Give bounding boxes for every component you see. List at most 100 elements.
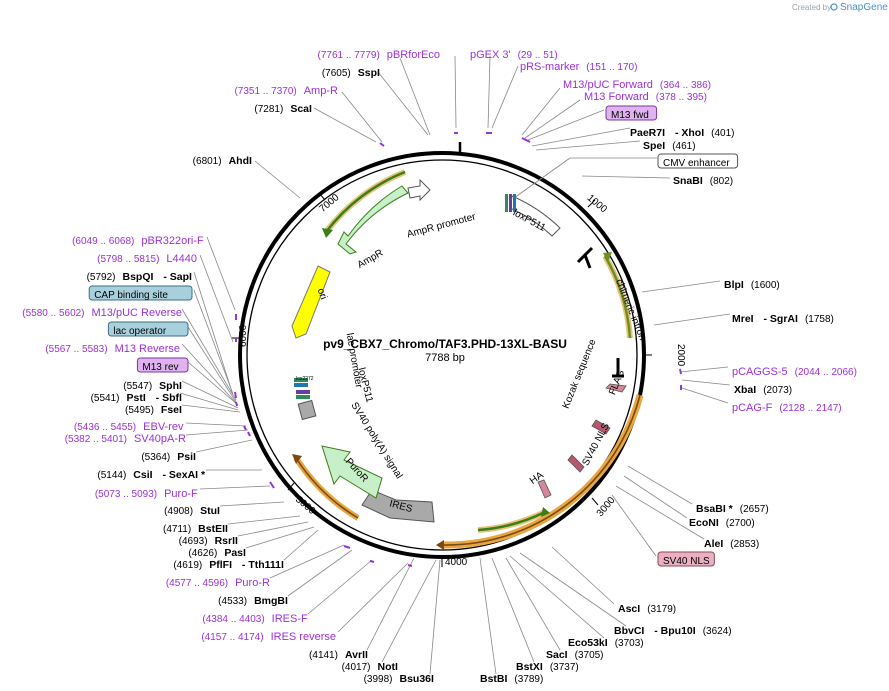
label-name: PstI — [126, 392, 145, 404]
label-noti: (4017)NotI — [342, 661, 398, 673]
label-text: BsaBI *(2657) — [696, 503, 769, 515]
label-text: (3998)Bsu36I — [364, 673, 434, 685]
label-blpi: BlpI(1600) — [724, 279, 780, 291]
label-name: - Tth111I — [239, 559, 284, 571]
lox-stripe-1 — [505, 194, 508, 212]
box-label-frame — [88, 285, 193, 301]
label-pcag-f: pCAG-F(2128 .. 2147) — [732, 402, 842, 414]
label-position: (4141) — [309, 650, 338, 661]
label-position: (151 .. 170) — [586, 62, 637, 73]
label-name: SpeI — [643, 140, 665, 152]
label-position: (4908) — [164, 506, 193, 517]
label-pgex-3-: pGEX 3'(29 .. 51) — [470, 49, 558, 61]
label-text: (5567 .. 5583)M13 Reverse — [45, 343, 180, 355]
chimeric-intron-arrow-icon — [603, 252, 612, 262]
label-position: (2657) — [740, 504, 769, 515]
label-m13-fwd: M13 fwd — [605, 105, 658, 121]
label-prs-marker: pRS-marker(151 .. 170) — [520, 61, 637, 73]
label-name: AhdI — [229, 155, 252, 167]
label-name: Puro-R — [235, 577, 270, 589]
label-avrii: (4141)AvrII — [309, 649, 368, 661]
label-ires-reverse: (4157 .. 4174)IRES reverse — [201, 631, 336, 643]
ampr-outer-arrow-icon — [322, 228, 333, 238]
label-eco53ki: Eco53kI(3703) — [568, 637, 644, 649]
label-name: BstBI — [480, 673, 508, 685]
label-position: (3703) — [615, 638, 644, 649]
label-position: (7605) — [322, 68, 351, 79]
lox2272-stripe-2 — [294, 383, 308, 387]
label-position: (3705) — [575, 650, 604, 661]
label-text: (5436 .. 5455) EBV-rev — [74, 421, 184, 433]
label-text: EcoNI(2700) — [689, 517, 755, 529]
sv40-nls-feature-2 — [567, 454, 585, 473]
label-text: (4384 .. 4403)IRES-F — [202, 613, 308, 625]
label-bsabi-: BsaBI *(2657) — [696, 503, 769, 515]
label-position: (5580 .. 5602) — [22, 308, 84, 319]
label-rsrii: (4693)RsrII — [179, 535, 238, 547]
label-position: (5073 .. 5093) — [95, 489, 157, 500]
label-text: XbaI(2073) — [734, 384, 792, 396]
label-position: (2700) — [726, 518, 755, 529]
label-name: PaeR7I — [630, 127, 665, 139]
label-position: (4619) — [173, 560, 202, 571]
label-name: BbvCI — [614, 625, 644, 637]
label-text: BstBI(3789) — [480, 673, 543, 685]
label-text: BlpI(1600) — [724, 279, 780, 291]
label-csii: (5144)CsiI - SexAI * — [97, 469, 206, 481]
label-name: pBR322ori-F — [141, 235, 204, 247]
label-puro-f: (5073 .. 5093)Puro-F — [95, 488, 198, 500]
label-alei: AleI(2853) — [704, 538, 759, 550]
label-position: (3737) — [550, 662, 579, 673]
label-saci: SacI(3705) — [546, 649, 604, 661]
label-pasi: (4626)PasI — [188, 547, 246, 559]
label-text: (5073 .. 5093)Puro-F — [95, 488, 198, 500]
label-name: SphI — [159, 380, 182, 392]
label-name: L4440 — [166, 253, 197, 265]
label-position: (2073) — [763, 385, 792, 396]
label-text: (7605)SspI — [322, 67, 380, 79]
feature-label-ampr: AmpR — [356, 248, 386, 271]
label-name: PsiI — [177, 451, 196, 463]
label-text: (4017)NotI — [342, 661, 398, 673]
label-name: StuI — [200, 505, 220, 517]
label-m13-puc-reverse: (5580 .. 5602)M13/pUC Reverse — [22, 307, 182, 319]
label-pcaggs-5: pCAGGS-5(2044 .. 2066) — [732, 366, 857, 378]
label-text: BstXI(3737) — [516, 661, 579, 673]
box-label-text: M13 rev — [142, 362, 178, 373]
label-fsei: (5495)FseI — [125, 404, 182, 416]
label-name: IRES-F — [272, 613, 308, 625]
label-name: SnaBI — [673, 175, 703, 187]
label-asci: AscI(3179) — [618, 603, 676, 615]
label-name: CsiI — [133, 469, 152, 481]
label-name: BlpI — [724, 279, 744, 291]
label-sv40-nls: SV40 NLS — [657, 551, 715, 567]
label-name: EBV-rev — [143, 421, 184, 433]
label-position: (5792) — [87, 272, 116, 283]
sv40-polya-feature — [297, 399, 317, 421]
label-ebv-rev: (5436 .. 5455) EBV-rev — [74, 421, 184, 433]
intron-marker — [576, 246, 594, 269]
label-text: pCAG-F(2128 .. 2147) — [732, 402, 842, 414]
label-sv40pa-r: (5382 .. 5401)SV40pA-R — [65, 433, 186, 445]
label-sspi: (7605)SspI — [322, 67, 380, 79]
label-name: MreI — [732, 313, 754, 325]
label-position: (4533) — [218, 596, 247, 607]
label-xbai: XbaI(2073) — [734, 384, 792, 396]
label-text: PaeR7I - XhoI(401) — [630, 127, 734, 139]
label-bsu36i: (3998)Bsu36I — [364, 673, 434, 685]
loxp511-feature-top — [509, 195, 561, 237]
label-pbr322ori-f: (6049 .. 6068)pBR322ori-F — [72, 235, 204, 247]
label-position: (7761 .. 7779) — [318, 50, 380, 61]
label-pflfi: (4619)PflFI - Tth111I — [173, 559, 284, 571]
green-arc — [477, 510, 546, 532]
puro-arrow-icon — [292, 454, 302, 464]
label-position: (5144) — [97, 470, 126, 481]
lox-stripe-3 — [513, 194, 516, 212]
credit-text: Created by — [792, 3, 831, 12]
label-spei: SpeI(461) — [643, 140, 696, 152]
label-position: (5436 .. 5455) — [74, 422, 136, 433]
label-position: (378 .. 395) — [656, 92, 707, 103]
label-position: (6801) — [193, 156, 222, 167]
label-text: M13 Forward(378 .. 395) — [584, 91, 707, 103]
